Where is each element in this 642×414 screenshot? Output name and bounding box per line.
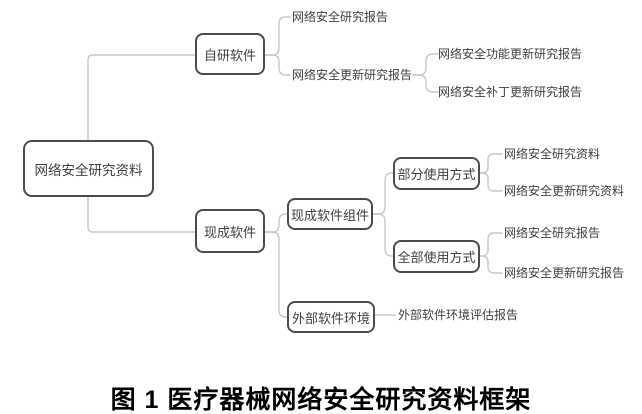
node-root: 网络安全研究资料 [23,140,154,197]
connector-update-to-func [412,53,439,76]
leaf-security-research-report: 网络安全研究报告 [292,10,389,24]
node-external-software-env: 外部软件环境 [287,301,375,333]
connector-full-to-report [479,232,503,257]
node-full-use-mode: 全部使用方式 [393,240,480,273]
connector-partial-to-material [479,153,503,174]
node-ready-made-component: 现成软件组件 [287,198,373,230]
connector-root-to-selfdev [87,54,196,141]
figure-caption: 图 1 医疗器械网络安全研究资料框架 [110,386,532,414]
connector-component-to-full [372,213,394,257]
leaf-function-update-research-report: 网络安全功能更新研究报告 [438,47,583,61]
connector-readymade-to-env [264,231,288,318]
connector-component-to-partial [372,172,394,215]
leaf-full-update-research-report: 网络安全更新研究报告 [504,266,625,280]
connector-update-to-patch [412,74,439,93]
leaf-partial-update-research-material: 网络安全更新研究资料 [504,184,625,198]
node-partial-use-mode: 部分使用方式 [393,157,480,190]
connector-readymade-to-component [264,213,288,233]
leaf-external-env-evaluation-report: 外部软件环境评估报告 [398,308,519,322]
node-self-developed-software: 自研软件 [195,33,265,75]
connector-selfdev-to-update-report [264,54,291,76]
connector-partial-to-update-material [479,172,503,192]
connector-full-to-update-report [479,255,503,274]
leaf-partial-research-material: 网络安全研究资料 [504,147,601,161]
leaf-full-research-report: 网络安全研究报告 [504,226,601,240]
leaf-security-update-research-report: 网络安全更新研究报告 [292,68,413,82]
leaf-patch-update-research-report: 网络安全补丁更新研究报告 [438,85,583,99]
connector-root-to-readymade [87,196,196,233]
connector-selfdev-to-report [264,16,291,56]
node-ready-made-software: 现成软件 [195,209,265,253]
